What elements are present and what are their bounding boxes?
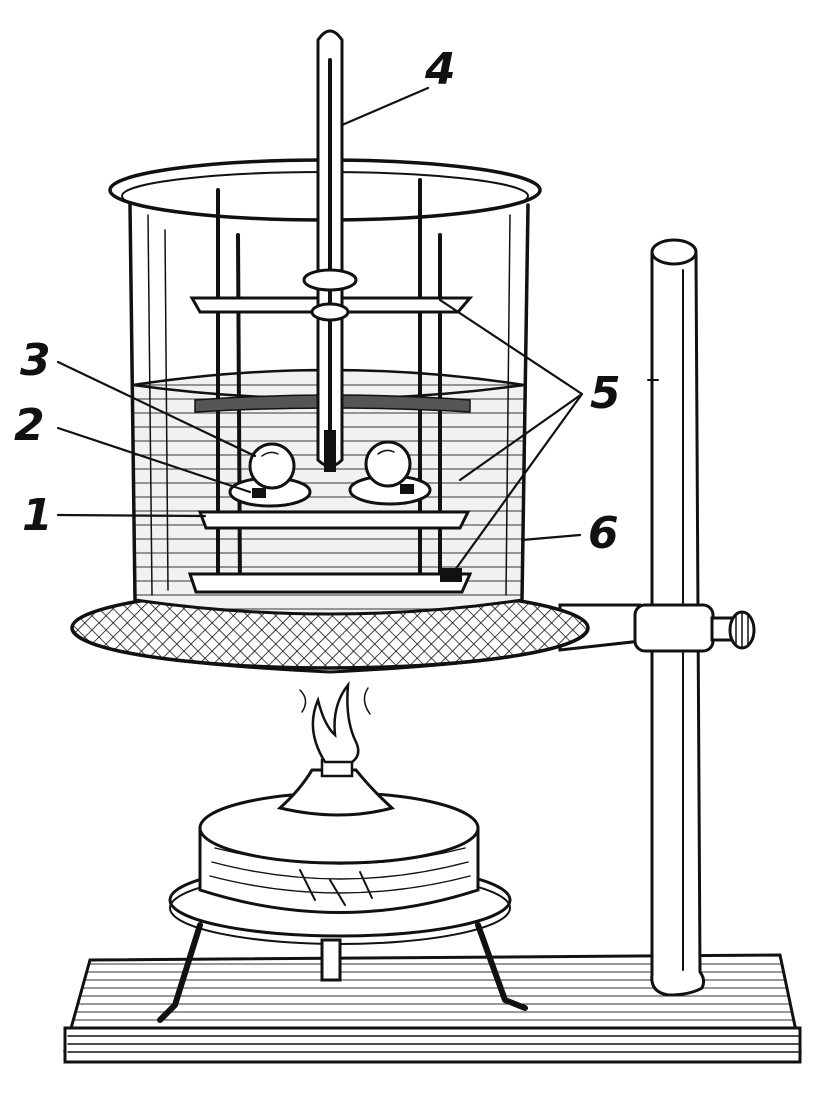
label-4: 4: [424, 44, 456, 95]
ball-right: [348, 440, 432, 506]
leader-2: [56, 426, 252, 494]
thermometer: [302, 29, 358, 472]
spirit-burner: [198, 758, 480, 914]
inner-rack: [187, 178, 474, 594]
leader-lines: [56, 86, 584, 572]
label-2: 2: [14, 400, 45, 451]
leader-6: [520, 533, 582, 542]
label-1: 1: [22, 490, 53, 541]
leader-5: [438, 298, 584, 572]
leader-3: [56, 360, 257, 458]
base-board: [63, 953, 802, 1064]
label-6: 6: [588, 508, 619, 559]
label-5: 5: [590, 368, 621, 419]
ball-left: [228, 442, 312, 508]
flame: [299, 681, 371, 764]
label-3: 3: [20, 335, 51, 386]
leader-4: [340, 86, 430, 127]
leader-1: [56, 513, 207, 518]
figure-labels: 4 3 2 1 5 6: [14, 44, 621, 559]
